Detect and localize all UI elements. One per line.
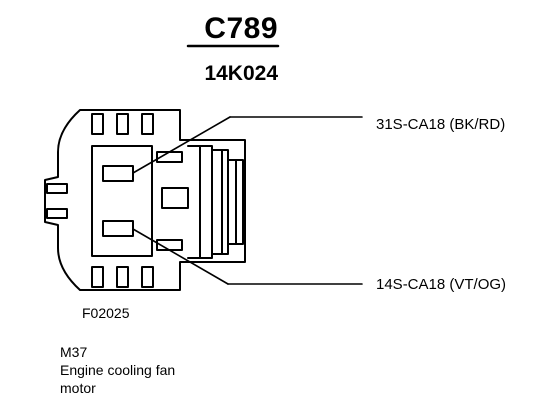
part-number: 14K024 [204,62,278,85]
lock-boss [161,187,189,209]
component-code: M37 [60,344,88,360]
wire-leader-bottom [132,228,229,285]
latch-tab-top-2 [116,113,129,135]
side-notch-2 [46,208,68,219]
component-description-line1: Engine cooling fan [60,362,176,378]
figure-code: F02025 [82,305,130,321]
connector-housing [44,109,246,291]
latch-tab-top-3 [141,113,154,135]
connector-id: C789 [204,12,278,45]
latch-tab-bottom-1 [91,266,104,288]
component-block: M37 Engine cooling fan motor [60,343,175,397]
wire-label-bottom: 14S-CA18 (VT/OG) [376,276,507,293]
wire-leader-top [132,116,231,174]
latch-tab-bottom-3 [141,266,154,288]
connector-side-lock [187,145,244,259]
latch-tab-bottom-2 [116,266,129,288]
terminal-cavity-frame [91,145,153,257]
terminal-pin-1 [102,165,134,182]
wire-label-top: 31S-CA18 (BK/RD) [376,116,506,133]
latch-tab-top-1 [91,113,104,135]
side-notch-1 [46,183,68,194]
component-description-line2: motor [60,380,96,396]
terminal-pin-2 [102,220,134,237]
